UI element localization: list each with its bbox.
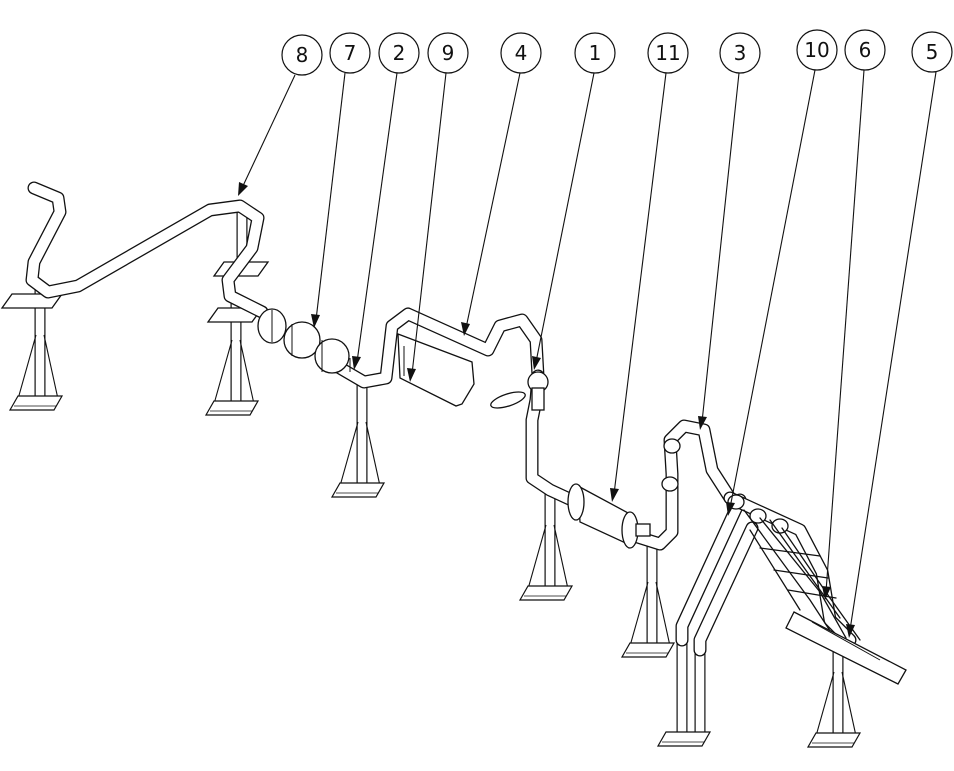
callout-label: 10: [804, 38, 829, 62]
callout-balloon-7: 7: [329, 32, 371, 74]
callout-balloon-10: 10: [796, 29, 838, 71]
callout-label: 9: [442, 41, 455, 65]
callout-label: 2: [393, 41, 406, 65]
callout-balloon-3: 3: [719, 32, 761, 74]
callout-label: 8: [296, 43, 309, 67]
callout-balloon-5: 5: [911, 31, 953, 73]
callout-label: 11: [655, 41, 680, 65]
callout-label: 4: [515, 41, 528, 65]
callout-label: 7: [344, 41, 357, 65]
cylinder-filter: [567, 483, 651, 549]
callout-label: 5: [926, 40, 939, 64]
spherical-bodies: [257, 308, 351, 374]
stand-6: [657, 493, 759, 747]
callout-balloon-6: 6: [844, 29, 886, 71]
stand-7: [807, 648, 861, 748]
stand-1: [0, 290, 64, 411]
gate-valve: [490, 371, 549, 411]
stand-3: [331, 385, 385, 498]
callout-balloon-2: 2: [378, 32, 420, 74]
manifold-rack: [743, 509, 907, 685]
panel: [397, 333, 475, 407]
callout-balloon-8: 8: [281, 34, 323, 76]
callout-balloon-1: 1: [574, 32, 616, 74]
callout-label: 6: [859, 38, 872, 62]
callout-balloon-9: 9: [427, 32, 469, 74]
stand-4: [519, 490, 573, 601]
stand-5: [621, 545, 675, 658]
callout-balloon-4: 4: [500, 32, 542, 74]
callout-balloon-11: 11: [647, 32, 689, 74]
callout-label: 3: [734, 41, 747, 65]
leader-lines: [238, 69, 937, 638]
callout-label: 1: [589, 41, 602, 65]
